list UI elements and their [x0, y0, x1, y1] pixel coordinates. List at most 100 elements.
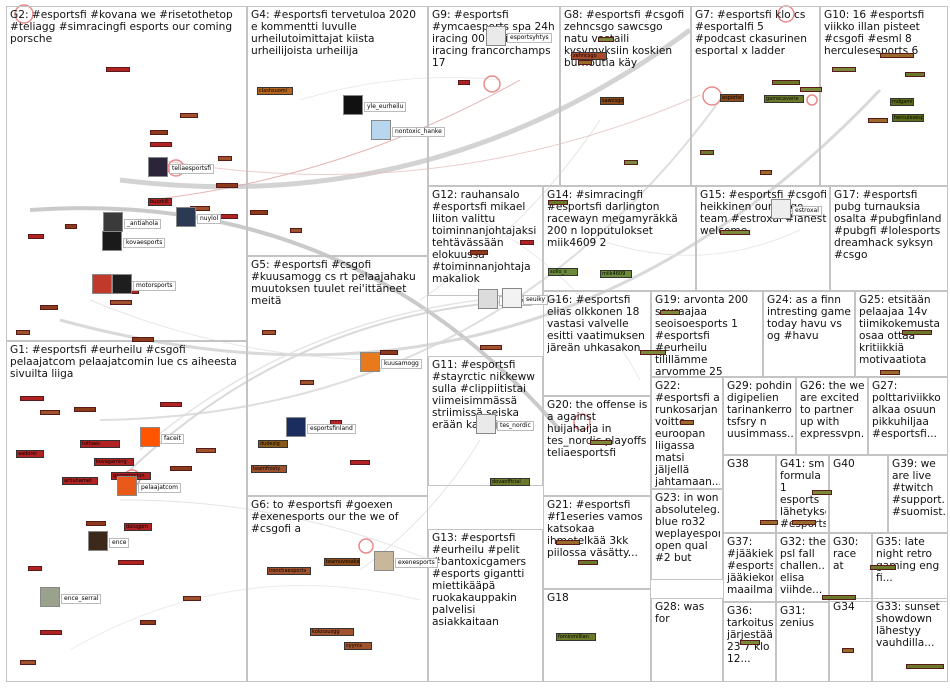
node-marker: [40, 630, 62, 635]
node-herculesesports[interactable]: herculesesports: [892, 114, 924, 122]
node-marker: [262, 330, 276, 335]
node-label: teliaesportsfi: [169, 164, 215, 174]
node-label: ence_serral: [61, 594, 102, 604]
edge-13: [599, 229, 801, 256]
group-label: G23: in won absoluteleg... blue ro32 wep…: [655, 492, 720, 564]
node-marker: [740, 640, 760, 645]
group-label: G27: polttariviikko alkaa osuun pikkuhil…: [872, 380, 945, 440]
group-label: G19: arvonta 200 seuraajaa seoisoesports…: [655, 294, 752, 378]
node-miik4609[interactable]: miik4609: [600, 270, 632, 278]
node-mdgaming[interactable]: mdgaming: [890, 98, 914, 106]
node-marker: [800, 87, 822, 92]
group-label: G26: the we are excited to partner up wi…: [800, 380, 865, 440]
node-marker: [660, 310, 680, 315]
group-label: G4: #esportsfi tervetuloa 2020 e komment…: [251, 9, 420, 57]
group-label: G35: late night retro gaming eng fi...: [876, 536, 943, 584]
logo-avatar[interactable]: [486, 26, 506, 46]
node-teamuvesaka[interactable]: teamuvesaka: [324, 558, 360, 566]
group-g11: G11: #esportsfi #stayrctic nikkeww sulla…: [428, 356, 543, 486]
node-sawcsgo[interactable]: sawcsgo: [600, 97, 624, 105]
node-aadorei[interactable]: aadorei: [16, 450, 44, 458]
node-marker: [150, 130, 168, 135]
node-marker: [20, 660, 36, 665]
logo-avatar[interactable]: [371, 120, 391, 140]
group-g30: G30: race at: [829, 533, 872, 602]
brand-avatar[interactable]: [140, 427, 160, 447]
node-kolossusgg[interactable]: kolossusgg: [310, 628, 354, 636]
edge-5: [149, 79, 521, 201]
node-zehncsgo[interactable]: zehncsgo: [571, 52, 607, 60]
node-label: esportsfinland: [307, 424, 356, 434]
node-buzzkill[interactable]: buzzkill: [148, 198, 172, 206]
group-label: G39: we are live #twitch #support... #su…: [892, 458, 945, 518]
node-tottaes[interactable]: tottaes: [80, 440, 120, 448]
node-marker: [870, 565, 896, 570]
node-marker: [140, 620, 156, 625]
group-g23: G23: in won absoluteleg... blue ro32 wep…: [651, 489, 723, 580]
node-clashsuomi[interactable]: clashsuomi: [257, 87, 293, 95]
group-g4: G4: #esportsfi tervetuloa 2020 e komment…: [247, 6, 428, 256]
node-label: ence: [109, 538, 130, 548]
node-marker: [578, 560, 598, 565]
edge-12: [299, 77, 501, 101]
group-label: G2: #esportsfi #kovana we #risetothetop …: [10, 9, 237, 45]
logo-avatar[interactable]: [502, 288, 522, 308]
node-marker: [822, 595, 856, 600]
node-marker: [216, 183, 238, 188]
node-ironchaesports[interactable]: ironchaesports: [267, 567, 311, 575]
person-avatar[interactable]: [103, 212, 123, 232]
group-g1: G1: #esportsfi #eurheilu #csgofi pelaaja…: [6, 341, 247, 682]
logo-avatar[interactable]: [343, 95, 363, 115]
brand-avatar[interactable]: [117, 476, 137, 496]
group-label: G15: #esportsfi #csgofi heikkinen our cs…: [700, 189, 827, 237]
group-label: G7: #esportsfi klo cs #esportalfi 5 #pod…: [695, 9, 811, 57]
node-marker: [118, 560, 144, 565]
node-marker: [40, 305, 58, 310]
group-label: G5: #esportsfi #csgofi #kuusamogg cs rt …: [251, 259, 420, 307]
crest-avatar[interactable]: [88, 531, 108, 551]
node-marker: [86, 521, 106, 526]
group-g28: G28: was for: [651, 598, 723, 682]
group-g7: G7: #esportsfi klo cs #esportalfi 5 #pod…: [691, 6, 820, 186]
brand-avatar[interactable]: [286, 417, 306, 437]
node-dudezig[interactable]: dudezig: [258, 440, 288, 448]
group-label: G22: #esportsfi a runkosarjan voitto eur…: [655, 380, 720, 488]
logo-avatar[interactable]: [360, 352, 380, 372]
node-kovagaming[interactable]: kovagaming: [94, 458, 134, 466]
logo-avatar[interactable]: [176, 207, 196, 227]
node-esportal[interactable]: esportal: [720, 94, 744, 102]
node-fominmillian[interactable]: fominmillian: [556, 633, 596, 641]
node-artluhamet[interactable]: artluhamet: [62, 477, 98, 485]
crest-avatar[interactable]: [148, 157, 168, 177]
edge-6: [139, 299, 481, 451]
person-avatar[interactable]: [374, 551, 394, 571]
node-marker: [350, 460, 370, 465]
node-marker: [180, 113, 198, 118]
logo-avatar[interactable]: [476, 414, 496, 434]
node-label: faceit: [161, 434, 184, 444]
logo-avatar[interactable]: [771, 199, 791, 219]
logo-avatar[interactable]: [102, 231, 122, 251]
game-avatar[interactable]: [478, 289, 498, 309]
node-marker: [74, 407, 96, 412]
node-label: yle_eurheilu: [364, 102, 407, 112]
brand-avatar[interactable]: [92, 274, 112, 294]
node-dovaofficial[interactable]: dovaofficial: [490, 478, 530, 486]
group-label: G1: #esportsfi #eurheilu #csgofi pelaaja…: [10, 344, 241, 380]
node-dalugpm[interactable]: dalugpm: [124, 523, 152, 531]
node-cyyrcs[interactable]: cyyrcs: [344, 642, 372, 650]
node-marker: [680, 420, 694, 425]
node-gamecaverie[interactable]: gamecaverie: [764, 95, 804, 103]
self-loop-2: [483, 75, 501, 93]
node-label: exenesports: [395, 558, 438, 568]
brand-avatar[interactable]: [112, 274, 132, 294]
group-g27: G27: polttariviikko alkaa osuun pikkuhil…: [868, 377, 948, 455]
person-avatar[interactable]: [40, 587, 60, 607]
group-g8: G8: #esportsfi #csgofi zehncsgo sawcsgo …: [560, 6, 691, 186]
node-sollo-s[interactable]: sollo_s: [548, 268, 578, 276]
group-g5: G5: #esportsfi #csgofi #kuusamogg cs rt …: [247, 256, 428, 496]
node-teamfrosty[interactable]: teamfrosty: [251, 465, 287, 473]
group-label: G18: [547, 592, 569, 604]
node-marker: [902, 330, 932, 335]
